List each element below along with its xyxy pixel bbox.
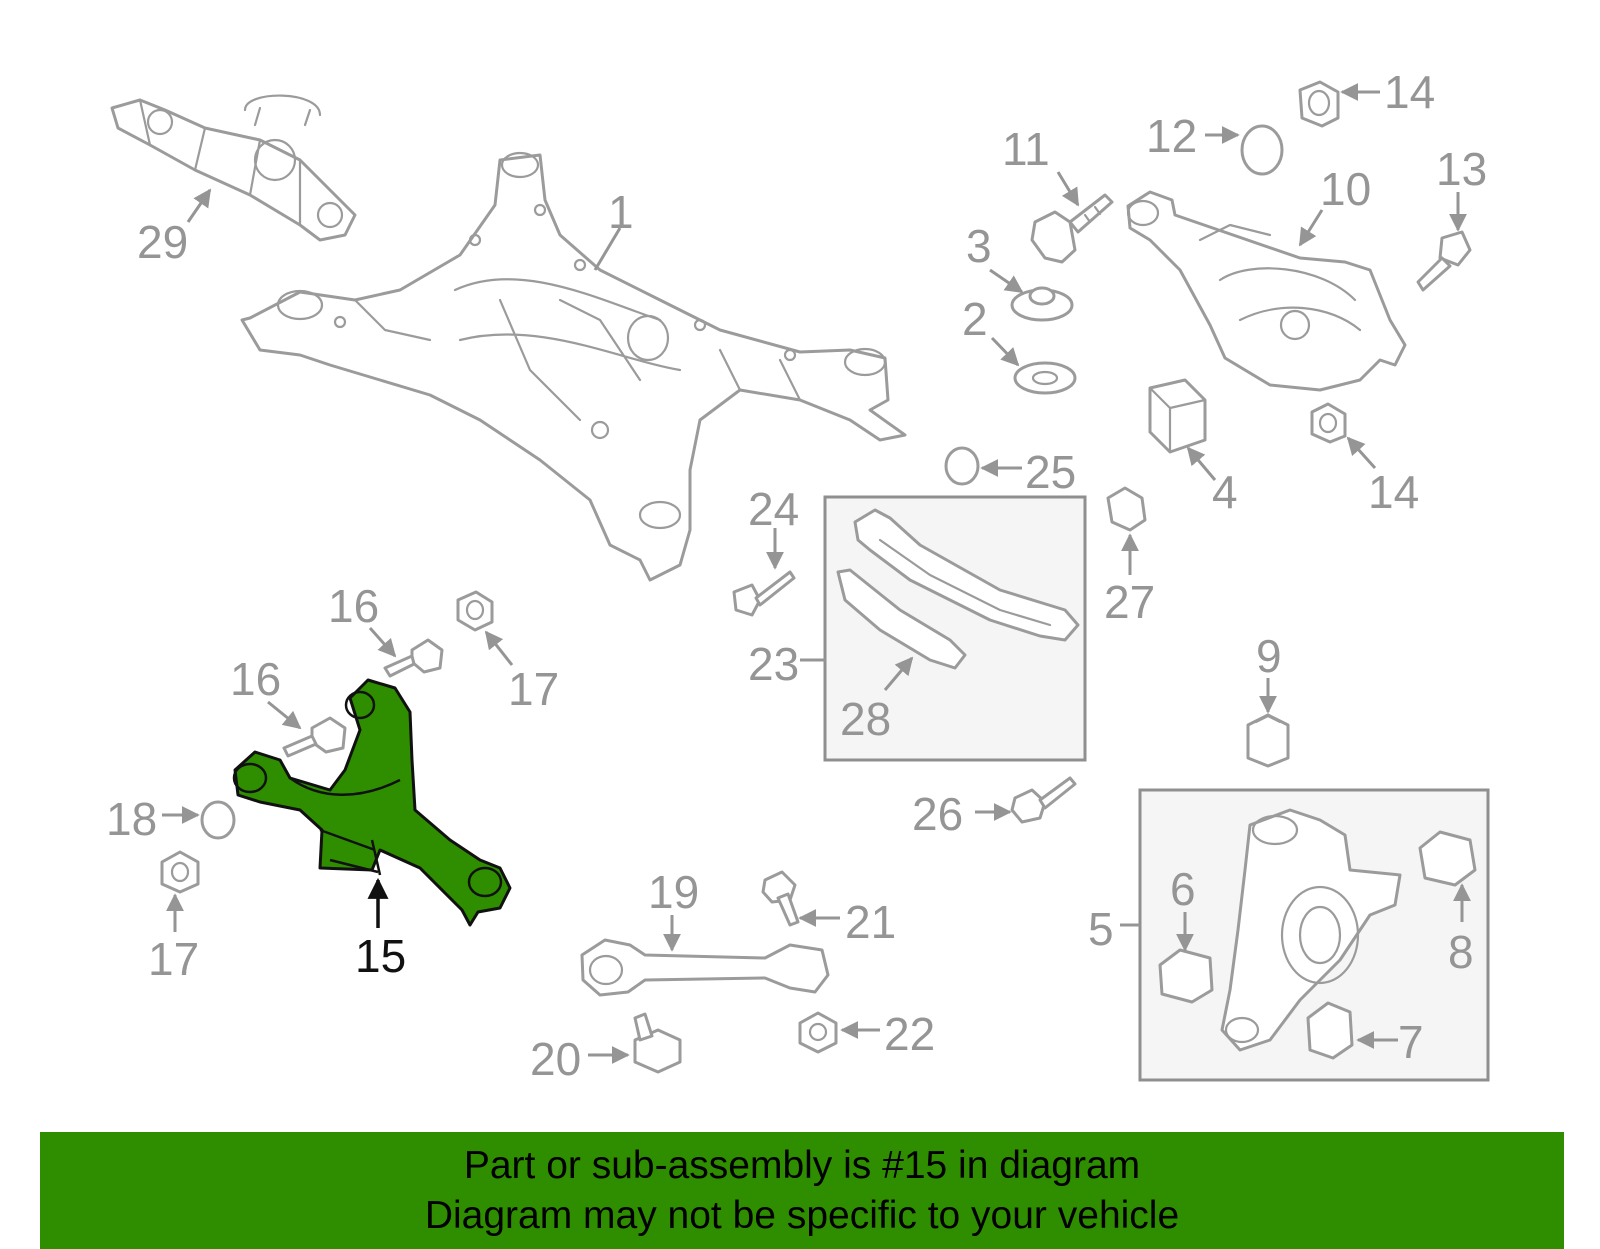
callout-19: 19: [648, 866, 699, 918]
callout-14-top: 14: [1384, 66, 1435, 118]
callout-2: 2: [962, 293, 988, 345]
callout-17-top: 17: [508, 663, 559, 715]
part-19-link: [580, 938, 830, 997]
callout-25: 25: [1025, 446, 1076, 498]
callout-11: 11: [1002, 123, 1050, 175]
part-17-nut-upper: [456, 590, 494, 632]
callout-24: 24: [748, 483, 799, 535]
callout-20: 20: [530, 1033, 581, 1085]
callout-13: 13: [1436, 143, 1487, 195]
part-2-washer: [1013, 361, 1077, 395]
part-13-bolt: [1416, 230, 1472, 292]
callout-15: 15: [355, 930, 406, 982]
part-22-nut: [798, 1011, 838, 1054]
part-4-stopper: [1148, 378, 1207, 454]
part-26-bolt: [1010, 776, 1077, 824]
part-29-actuator: [110, 94, 357, 242]
callout-14-bottom: 14: [1368, 466, 1419, 518]
assembly-box-5: [1138, 788, 1490, 1082]
callout-4: 4: [1212, 466, 1238, 518]
part-17-nut-lower: [160, 850, 200, 894]
part-11-bolt: [1030, 193, 1114, 264]
leader-lines: [162, 83, 1471, 1064]
callout-21: 21: [845, 896, 896, 948]
part-18-washer: [200, 800, 236, 840]
callout-10: 10: [1320, 163, 1371, 215]
callout-12: 12: [1146, 110, 1197, 162]
callout-labels: 1 2 3 4 5 6 7 8 9 10 11 12 13 14 14 15 1…: [106, 66, 1487, 1085]
part-12-washer: [1240, 124, 1284, 176]
callout-8: 8: [1448, 926, 1474, 978]
part-1-subframe: [240, 151, 907, 582]
callout-17-bottom: 17: [148, 933, 199, 985]
part-27-nut: [1106, 486, 1147, 532]
callout-7: 7: [1398, 1016, 1424, 1068]
callout-6: 6: [1170, 863, 1196, 915]
assembly-box-23: [823, 495, 1087, 762]
part-3-bushing: [1010, 286, 1074, 322]
part-15-upper-arm-highlighted[interactable]: [232, 678, 512, 927]
part-24-bolt: [732, 570, 796, 617]
callout-23: 23: [748, 638, 799, 690]
callout-3: 3: [966, 220, 992, 272]
callout-26: 26: [912, 788, 963, 840]
callout-27: 27: [1104, 576, 1155, 628]
part-10-control-arm: [1126, 190, 1407, 392]
info-banner: Part or sub-assembly is #15 in diagram D…: [40, 1132, 1564, 1249]
part-16-bolt-upper: [383, 638, 444, 678]
callout-1: 1: [608, 186, 634, 238]
part-14-nut-bottom: [1310, 402, 1347, 444]
part-20-bolt: [633, 1012, 682, 1074]
part-25-bushing: [944, 446, 980, 486]
callout-9: 9: [1256, 630, 1282, 682]
callout-16-top: 16: [328, 580, 379, 632]
callout-5: 5: [1088, 903, 1114, 955]
part-16-bolt-lower: [282, 716, 347, 758]
callout-22: 22: [884, 1008, 935, 1060]
callout-18: 18: [106, 793, 157, 845]
banner-line-1: Part or sub-assembly is #15 in diagram: [463, 1143, 1141, 1187]
part-14-nut-top: [1298, 80, 1340, 128]
part-21-bolt: [761, 870, 800, 927]
banner-line-2: Diagram may not be specific to your vehi…: [424, 1193, 1180, 1237]
callout-29: 29: [137, 216, 188, 268]
callout-16-bottom: 16: [230, 653, 281, 705]
part-9-bushing: [1246, 713, 1290, 768]
callout-28: 28: [840, 693, 891, 745]
